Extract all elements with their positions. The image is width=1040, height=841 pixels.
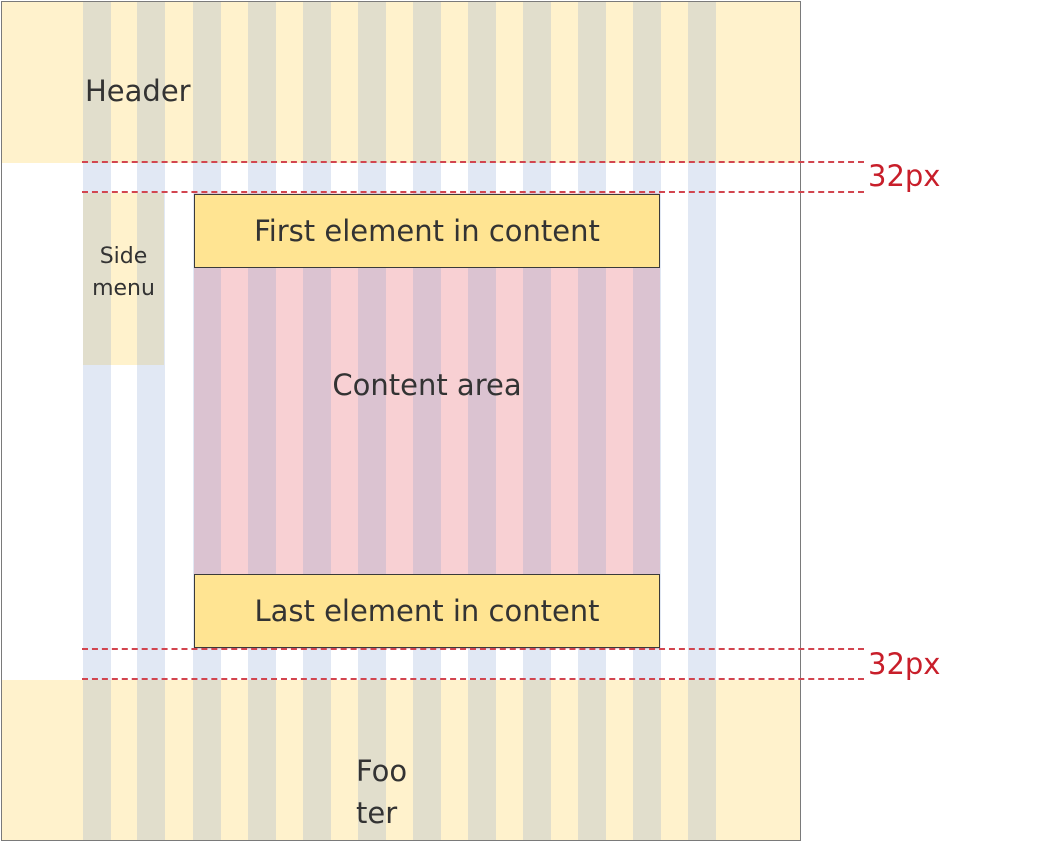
header-region bbox=[2, 2, 800, 163]
top-gap-guide-upper bbox=[82, 161, 864, 163]
content-area-region bbox=[194, 193, 660, 649]
footer-label-line: Foo bbox=[356, 754, 408, 788]
bottom-gap-guide-lower bbox=[82, 678, 864, 680]
content-area-label: Content area bbox=[332, 368, 522, 402]
bottom-gap-guide-upper bbox=[82, 648, 864, 650]
first-element-box: First element in content bbox=[194, 194, 660, 268]
side-menu-label-line: menu bbox=[92, 276, 155, 301]
last-element-box: Last element in content bbox=[194, 574, 660, 648]
footer-label-line: ter bbox=[356, 796, 398, 830]
footer-region bbox=[2, 680, 800, 840]
side-menu-label: Side menu bbox=[83, 241, 164, 305]
bottom-gap-annotation: 32px bbox=[868, 647, 941, 681]
top-gap-annotation: 32px bbox=[868, 159, 941, 193]
header-label: Header bbox=[85, 74, 191, 108]
footer-label: Foo ter bbox=[356, 750, 407, 834]
side-menu-label-line: Side bbox=[99, 244, 148, 269]
side-menu-region bbox=[83, 193, 164, 365]
top-gap-guide-lower bbox=[82, 191, 864, 193]
page-layout-frame: First element in content Last element in… bbox=[1, 1, 801, 841]
